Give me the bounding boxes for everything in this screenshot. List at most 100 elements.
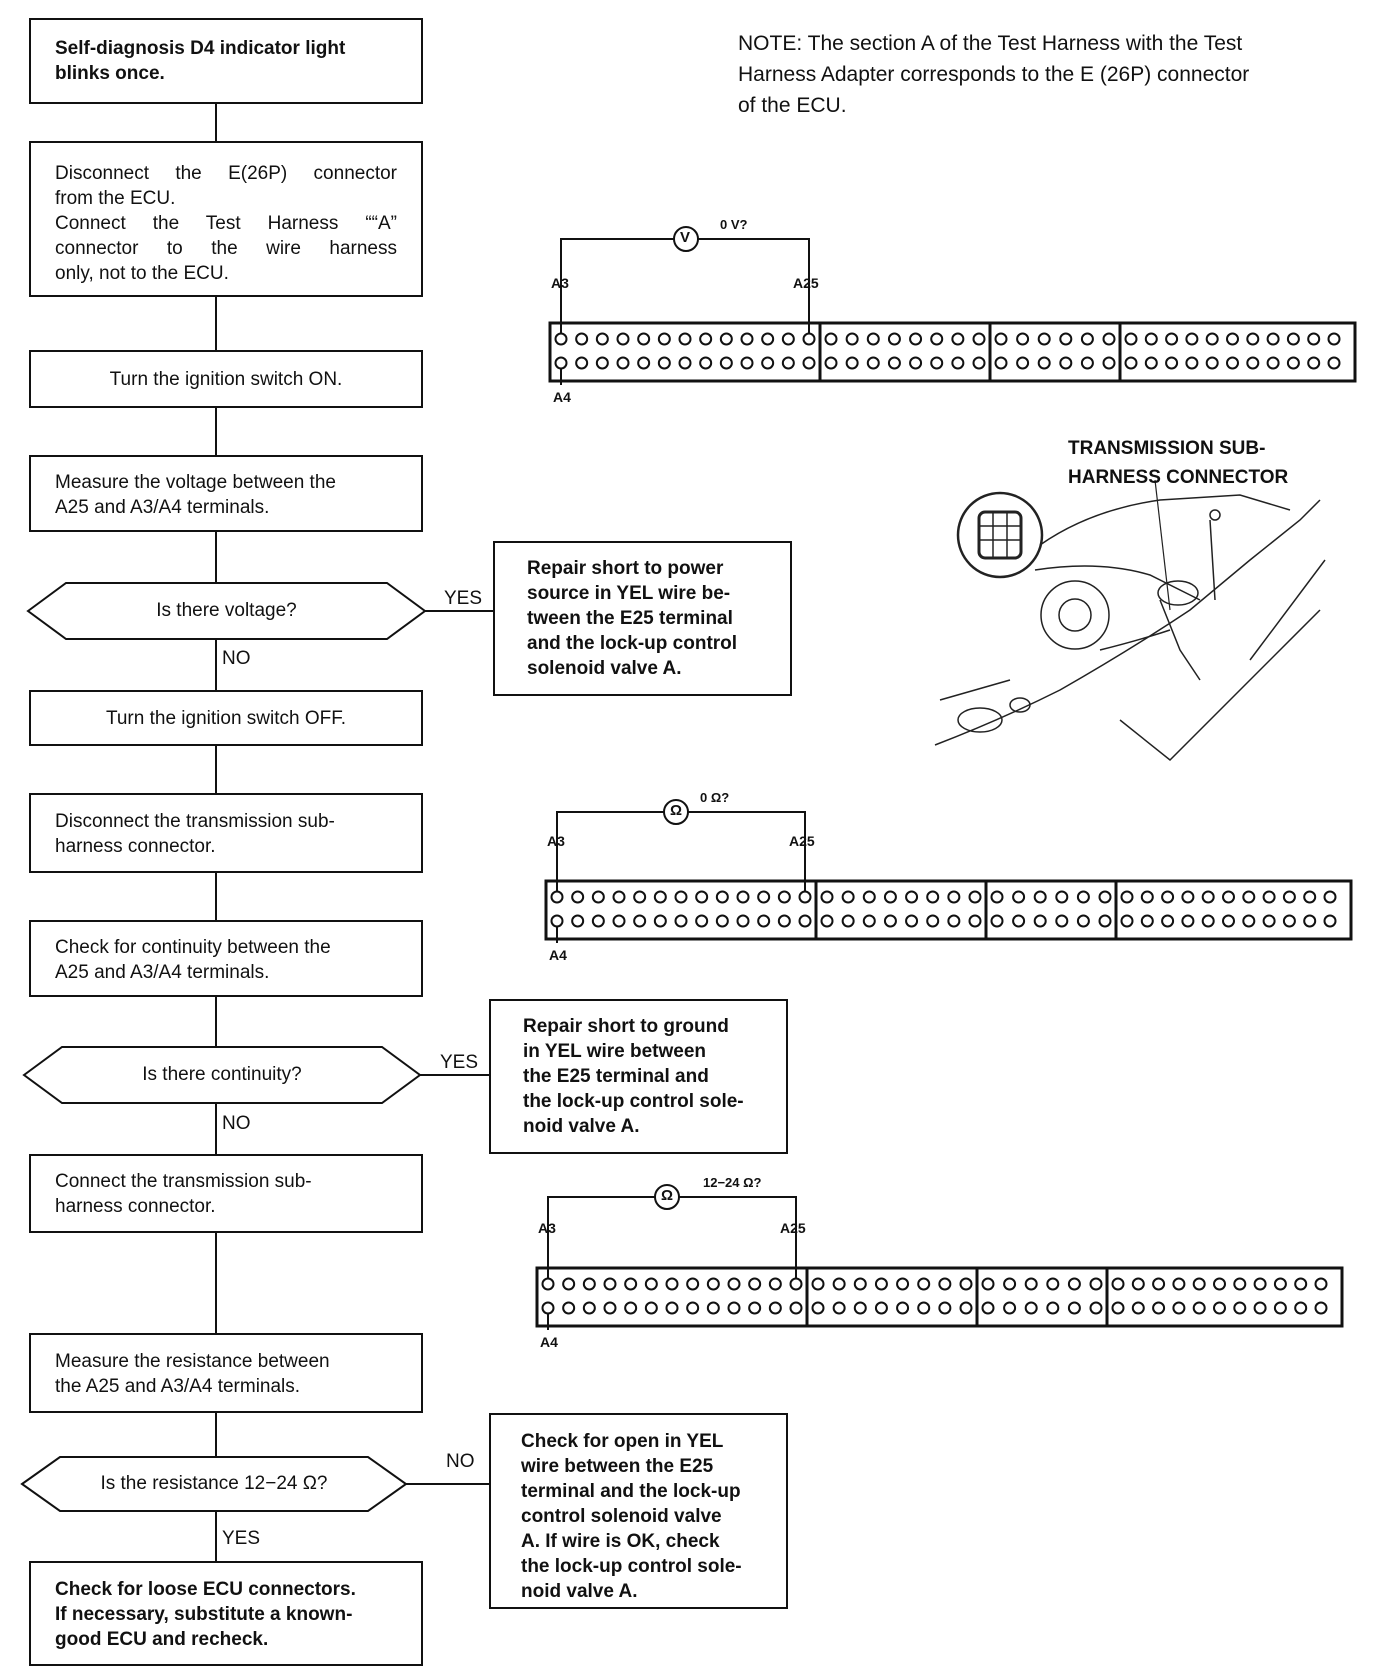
terminal-pin xyxy=(990,914,1004,928)
terminal-pin xyxy=(1282,890,1296,904)
terminal-pin xyxy=(1080,356,1094,370)
terminal-pin xyxy=(657,332,671,346)
terminal-pin xyxy=(695,914,709,928)
terminal-pin xyxy=(1323,914,1337,928)
terminal-pin xyxy=(686,1301,700,1315)
terminal-pin xyxy=(603,1277,617,1291)
terminal-pin xyxy=(1067,1301,1081,1315)
terminal-pin xyxy=(866,332,880,346)
terminal-pin xyxy=(633,890,647,904)
terminal-pin xyxy=(951,356,965,370)
box-final: Check for loose ECU connectors. If neces… xyxy=(29,1561,423,1666)
terminal-pin xyxy=(686,1277,700,1291)
terminal-pin xyxy=(1111,1277,1125,1291)
check-open-line-2: wire between the E25 xyxy=(521,1456,714,1477)
terminal-pin xyxy=(665,1277,679,1291)
terminal-pin xyxy=(802,356,816,370)
terminal-pin xyxy=(1266,356,1280,370)
terminal-pin xyxy=(595,356,609,370)
meter-reading: 0 Ω? xyxy=(700,790,730,805)
note-line-2: Harness Adapter corresponds to the E (26… xyxy=(738,63,1250,86)
terminal-pin xyxy=(930,356,944,370)
terminal-pin xyxy=(917,1277,931,1291)
terminal-pin xyxy=(909,332,923,346)
terminal-pin xyxy=(845,332,859,346)
terminal-pin xyxy=(1003,1277,1017,1291)
connector-diagram-3 xyxy=(535,1184,1344,1330)
terminal-pin xyxy=(1181,914,1195,928)
terminal-pin xyxy=(1205,332,1219,346)
terminal-pin xyxy=(887,356,901,370)
terminal-pin xyxy=(926,890,940,904)
terminal-pin xyxy=(695,890,709,904)
terminal-pin xyxy=(1059,356,1073,370)
check-open-line-6: the lock-up control sole- xyxy=(521,1556,742,1577)
disconnect-sub-line-2: harness connector. xyxy=(55,836,216,857)
repair-power-line-4: and the lock-up control xyxy=(527,633,738,654)
terminal-pin xyxy=(798,890,812,904)
connector-diagram-2 xyxy=(544,799,1353,943)
terminal-pin xyxy=(1152,1301,1166,1315)
terminal-pin xyxy=(1161,914,1175,928)
terminal-pin xyxy=(761,356,775,370)
disconnect-ecu-line-5: only, not to the ECU. xyxy=(55,263,229,284)
terminal-pin xyxy=(571,890,585,904)
terminal-pin xyxy=(1233,1277,1247,1291)
box-disconnect-ecu: Disconnect the E(26P) connector from the… xyxy=(29,141,423,297)
terminal-pin xyxy=(1111,1301,1125,1315)
terminal-pin xyxy=(612,890,626,904)
box-check-continuity: Check for continuity between the A25 and… xyxy=(29,920,423,997)
terminal-pin xyxy=(789,1301,803,1315)
terminal-pin xyxy=(616,356,630,370)
terminal-pin xyxy=(947,914,961,928)
no-label-2: NO xyxy=(222,1113,251,1134)
label-a3: A3 xyxy=(547,833,565,849)
no-label-3: NO xyxy=(446,1451,475,1472)
terminal-pin xyxy=(719,356,733,370)
ohmmeter-icon xyxy=(663,799,689,825)
terminal-pin xyxy=(1098,914,1112,928)
terminal-pin xyxy=(644,1301,658,1315)
terminal-pin xyxy=(994,332,1008,346)
terminal-pin xyxy=(678,356,692,370)
box-ign-on: Turn the ignition switch ON. xyxy=(29,350,423,408)
label-a25: A25 xyxy=(789,833,815,849)
connector-title: TRANSMISSION SUB- HARNESS CONNECTOR xyxy=(1068,434,1288,492)
terminal-pin xyxy=(1185,356,1199,370)
terminal-pin xyxy=(866,356,880,370)
terminal-pin xyxy=(582,1277,596,1291)
terminal-pin xyxy=(781,332,795,346)
terminal-pin xyxy=(802,332,816,346)
terminal-pin xyxy=(930,332,944,346)
terminal-pin xyxy=(575,332,589,346)
terminal-pin xyxy=(616,332,630,346)
terminal-pin xyxy=(727,1277,741,1291)
terminal-pin xyxy=(740,332,754,346)
terminal-pin xyxy=(595,332,609,346)
terminal-pin xyxy=(1262,914,1276,928)
terminal-pin xyxy=(951,332,965,346)
terminal-pin xyxy=(736,890,750,904)
label-a25: A25 xyxy=(780,1220,806,1236)
check-open-line-4: control solenoid valve xyxy=(521,1506,722,1527)
terminal-pin xyxy=(1152,1277,1166,1291)
measure-res-line-1: Measure the resistance between xyxy=(55,1351,330,1372)
terminal-pin xyxy=(1242,890,1256,904)
terminal-pin xyxy=(624,1277,638,1291)
disconnect-ecu-line-2: from the ECU. xyxy=(55,188,176,209)
terminal-pin xyxy=(541,1301,555,1315)
repair-ground-line-5: noid valve A. xyxy=(523,1116,640,1137)
terminal-pin xyxy=(824,332,838,346)
terminal-pin xyxy=(905,914,919,928)
terminal-pin xyxy=(1286,356,1300,370)
terminal-pin xyxy=(1253,1301,1267,1315)
terminal-pin xyxy=(972,356,986,370)
terminal-pin xyxy=(1124,356,1138,370)
yes-label-2: YES xyxy=(440,1052,479,1073)
terminal-pin xyxy=(1024,1277,1038,1291)
meter-reading: 0 V? xyxy=(720,217,748,232)
terminal-pin xyxy=(1131,1277,1145,1291)
ign-off-text: Turn the ignition switch OFF. xyxy=(105,707,347,729)
terminal-pin xyxy=(938,1301,952,1315)
